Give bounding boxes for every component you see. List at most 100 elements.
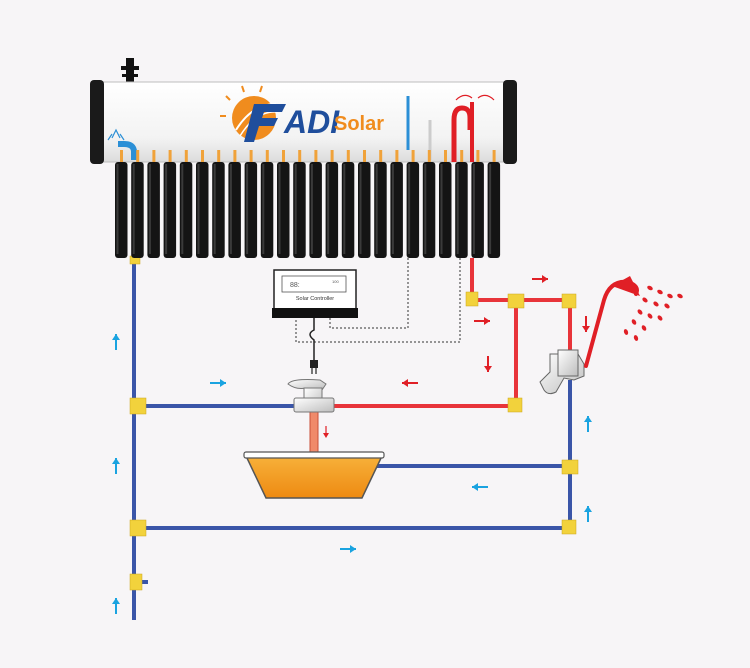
- tube-connector: [363, 150, 366, 162]
- flow-arrow-icon: [532, 275, 548, 283]
- cold-inlet-flow-icon: [107, 128, 125, 141]
- tube-highlight: [391, 164, 394, 254]
- tube-highlight: [310, 164, 313, 254]
- tube-highlight: [424, 164, 427, 254]
- flow-arrow-icon: [584, 416, 592, 432]
- logo-letter-mark: [244, 104, 286, 142]
- water-tank-icon: [243, 451, 385, 499]
- pipe-fittings: [129, 255, 579, 591]
- flow-arrow-icon: [112, 458, 120, 474]
- tube-highlight: [375, 164, 378, 254]
- fitting-elbow: [561, 293, 577, 309]
- tube-connector-row: [120, 150, 496, 162]
- flow-arrow-icon: [402, 379, 418, 387]
- tube-highlight: [181, 164, 184, 254]
- brand-name-sub: Solar: [334, 113, 384, 135]
- tube-connector: [460, 150, 464, 162]
- tube-connector: [444, 150, 447, 162]
- brand-logo: ADI Solar: [220, 85, 384, 142]
- tube-connector: [314, 150, 318, 162]
- tube-connector: [168, 150, 172, 162]
- tube-connector: [152, 150, 156, 162]
- controller-display-small: 100: [332, 279, 339, 284]
- tube-connector: [379, 150, 383, 162]
- tube-highlight: [472, 164, 475, 254]
- tube-connector: [265, 150, 269, 162]
- tube-highlight: [148, 164, 151, 254]
- fitting-tee: [507, 293, 525, 309]
- fitting-elbow: [507, 397, 523, 413]
- tube-connector: [184, 150, 188, 162]
- tube-connector: [476, 150, 480, 162]
- controller-label: Solar Controller: [296, 296, 334, 302]
- hot-outlet-pipe: [451, 105, 473, 162]
- flow-arrow-icon: [584, 506, 592, 522]
- tube-connector: [395, 150, 399, 162]
- controller-screen: [281, 275, 347, 293]
- tube-highlight: [294, 164, 297, 254]
- hot-outlet-flow-icon: [455, 94, 495, 101]
- flow-arrow-icon: [112, 334, 120, 350]
- tube-highlight: [246, 164, 249, 254]
- solar-water-tank: ADI Solar: [90, 58, 517, 258]
- tube-connector: [330, 150, 334, 162]
- tube-connector: [120, 150, 123, 162]
- tube-connector: [249, 150, 253, 162]
- cold-inlet-pipe: [118, 141, 137, 160]
- fitting-elbow: [465, 291, 479, 307]
- controller-display-digits: 88:: [290, 282, 300, 289]
- tube-connector: [282, 150, 285, 162]
- tube-highlight: [456, 164, 459, 254]
- tube-highlight: [262, 164, 265, 254]
- flow-arrow-icon: [340, 545, 356, 553]
- power-cord: [309, 318, 315, 362]
- tube-connector: [217, 150, 221, 162]
- tube-connector: [136, 150, 140, 162]
- tube-connector: [298, 150, 302, 162]
- tube-highlight: [489, 164, 492, 254]
- tube-connector: [492, 150, 496, 162]
- controller-base: [272, 308, 358, 318]
- tube-highlight: [213, 164, 216, 254]
- flow-arrow-icon: [484, 356, 492, 372]
- tube-highlight: [278, 164, 281, 254]
- tube-connector: [233, 150, 237, 162]
- tube-highlight: [229, 164, 232, 254]
- shower-mixer-valve: [539, 349, 585, 395]
- tube-connector: [411, 150, 415, 162]
- tube-highlight: [359, 164, 362, 254]
- tube-connector: [201, 150, 204, 162]
- shower-head-icon: [584, 276, 683, 368]
- brand-name-main: ADI: [283, 104, 340, 140]
- tube-connector: [346, 150, 350, 162]
- flow-arrow-icon: [474, 317, 490, 325]
- fitting-tee: [561, 459, 579, 475]
- power-plug-icon: [310, 360, 318, 374]
- flow-arrow-icon: [472, 483, 488, 491]
- tube-highlight: [343, 164, 346, 254]
- flow-arrows: [112, 275, 592, 614]
- tube-highlight: [440, 164, 443, 254]
- solar-controller: 88: 100 Solar Controller: [272, 258, 461, 374]
- tank-end-cap-left: [90, 80, 104, 164]
- fitting-tee: [129, 397, 147, 415]
- faucet-icon: [287, 379, 335, 413]
- fitting-elbow: [561, 519, 577, 535]
- tube-highlight: [197, 164, 200, 254]
- flow-arrow-icon: [210, 379, 226, 387]
- tank-end-cap-right: [503, 80, 517, 164]
- tube-highlight: [132, 164, 135, 254]
- tube-highlight: [408, 164, 411, 254]
- tube-highlight: [327, 164, 330, 254]
- tube-connector: [427, 150, 431, 162]
- flow-arrow-icon: [112, 598, 120, 614]
- fitting-tee: [129, 519, 147, 537]
- tube-highlight: [116, 164, 119, 254]
- vacuum-tube-array: [115, 162, 501, 258]
- sensor-wires: [295, 258, 461, 343]
- flow-arrow-icon: [582, 316, 590, 332]
- fitting-tee: [129, 573, 143, 591]
- tube-highlight: [165, 164, 168, 254]
- flow-arrow-icon: [323, 426, 329, 438]
